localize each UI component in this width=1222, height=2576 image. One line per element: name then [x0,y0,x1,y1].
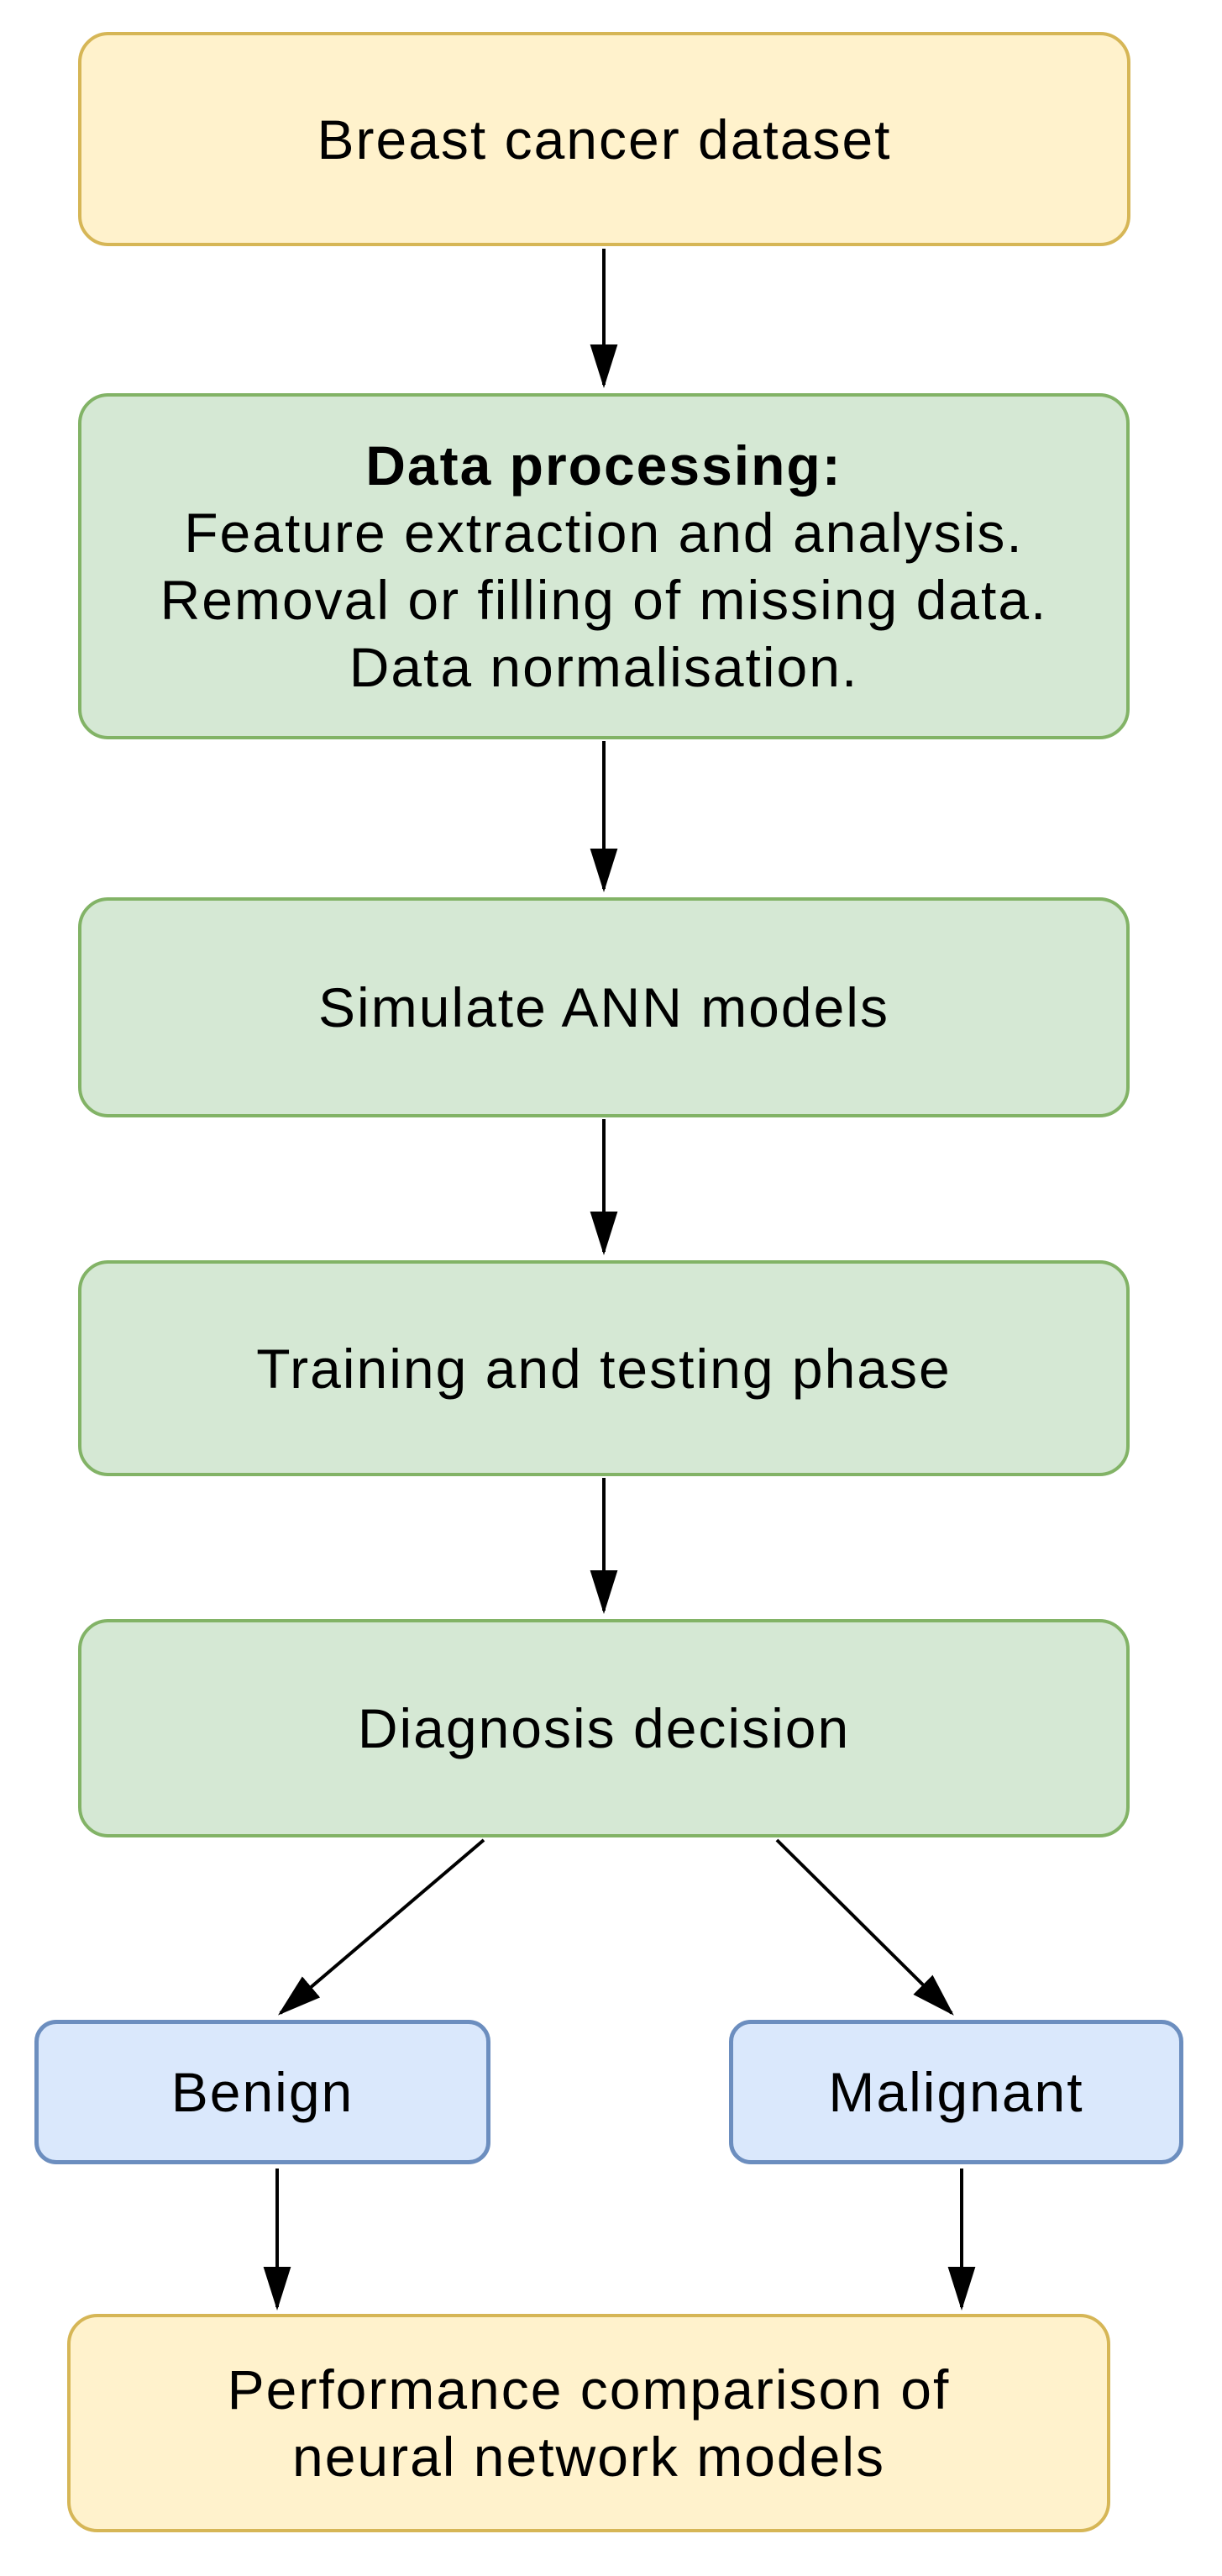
node-line: Feature extraction and analysis. [184,502,1024,564]
node-breast-cancer-dataset: Breast cancer dataset [78,32,1130,246]
node-label: Training and testing phase [256,1337,952,1400]
node-line: Data normalisation. [349,636,859,698]
node-label: Diagnosis decision [357,1697,851,1759]
node-simulate-ann-models: Simulate ANN models [78,897,1130,1117]
node-label: Malignant [828,2061,1084,2123]
node-label: Breast cancer dataset [317,108,892,171]
node-performance-comparison: Performance comparison of neural network… [67,2314,1110,2532]
node-diagnosis-decision: Diagnosis decision [78,1619,1130,1837]
node-line: neural network models [292,2426,885,2488]
node-data-processing: Data processing: Feature extraction and … [78,393,1130,739]
arrow-diagnosis-to-benign [277,1838,485,2016]
node-training-and-testing-phase: Training and testing phase [78,1260,1130,1476]
node-label: Benign [170,2061,354,2123]
node-line: Performance comparison of [227,2358,951,2421]
node-benign: Benign [34,2020,490,2164]
node-malignant: Malignant [729,2020,1183,2164]
node-label: Simulate ANN models [318,976,889,1038]
node-line: Removal or filling of missing data. [160,569,1048,631]
node-heading: Data processing: [365,434,842,497]
arrow-diagnosis-to-malignant [775,1838,954,2016]
